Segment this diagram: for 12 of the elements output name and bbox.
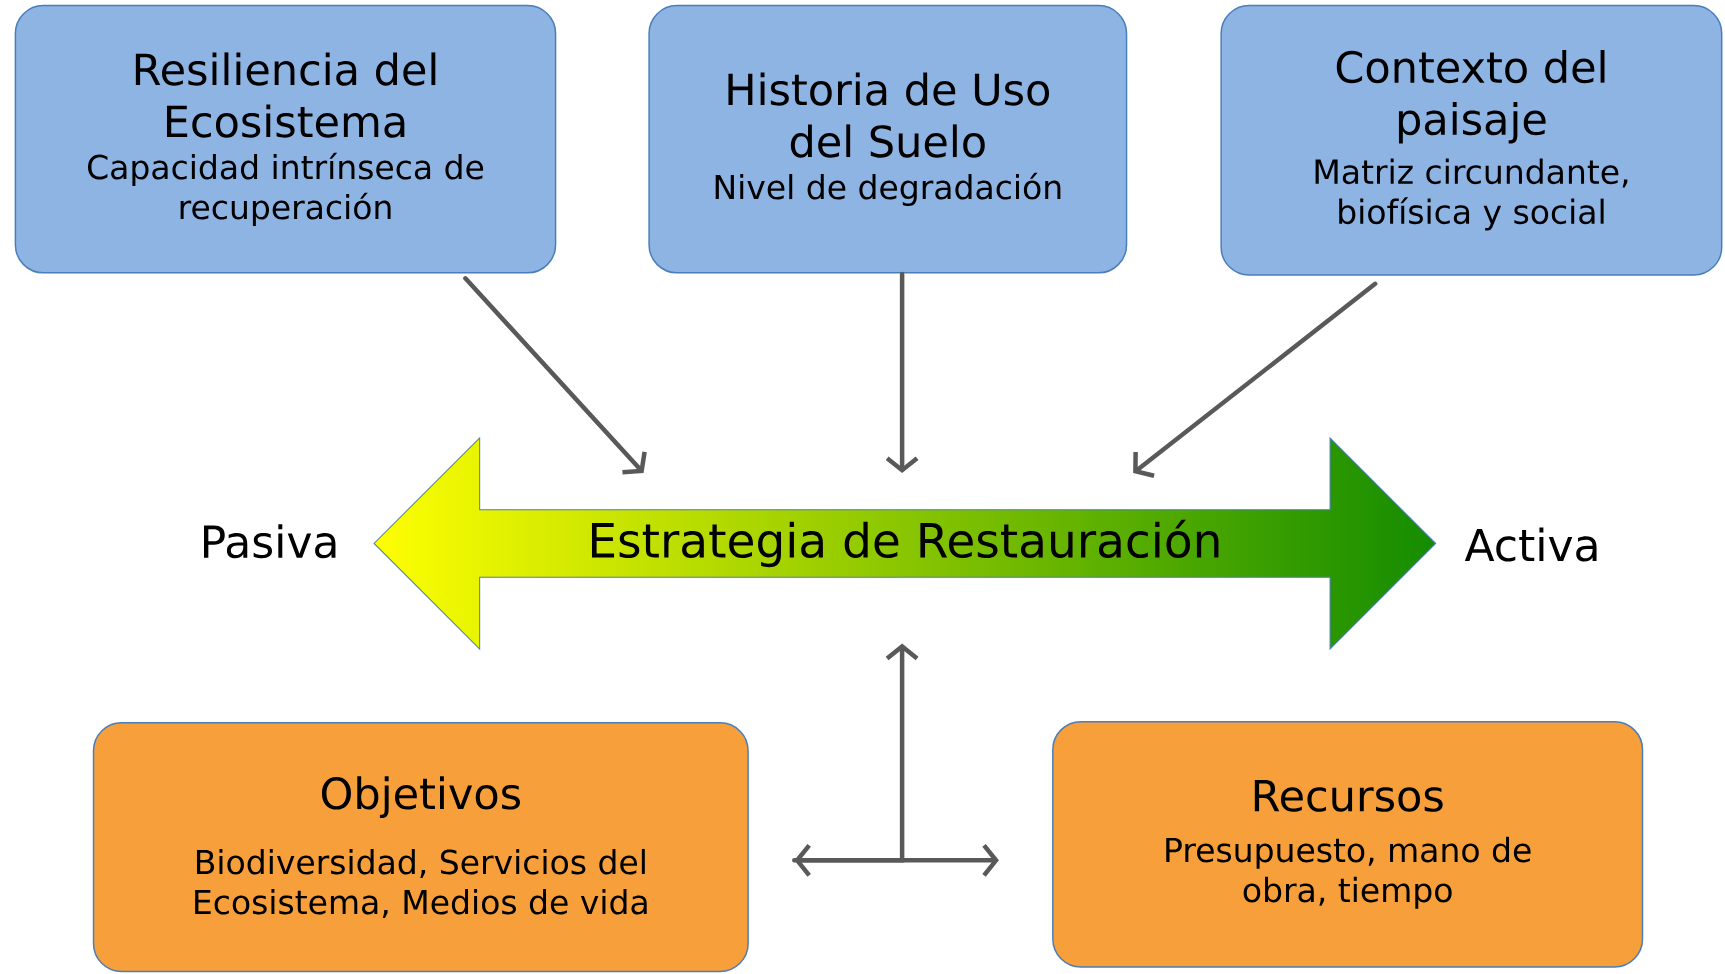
info-box: Resiliencia del Ecosistema Capacidad intrínseca de recuperación (14, 4, 557, 274)
arrow (885, 271, 919, 474)
info-box: Objetivos Biodiversidad, Servicios del Ecosistema, Medios de vida (92, 722, 749, 973)
info-box: Recursos Presupuesto, mano de obra, tiempo (1052, 721, 1644, 968)
info-box: Contexto del paisaje Matriz circundante, biofísica y social (1220, 4, 1723, 276)
arrow (794, 844, 999, 877)
arrow (792, 643, 919, 863)
end-label: Activa (1464, 527, 1597, 562)
end-label: Pasiva (204, 524, 336, 559)
arrow (1133, 281, 1378, 479)
arrow (463, 276, 647, 475)
info-box: Historia de Uso del Suelo Nivel de degradación (648, 4, 1128, 274)
